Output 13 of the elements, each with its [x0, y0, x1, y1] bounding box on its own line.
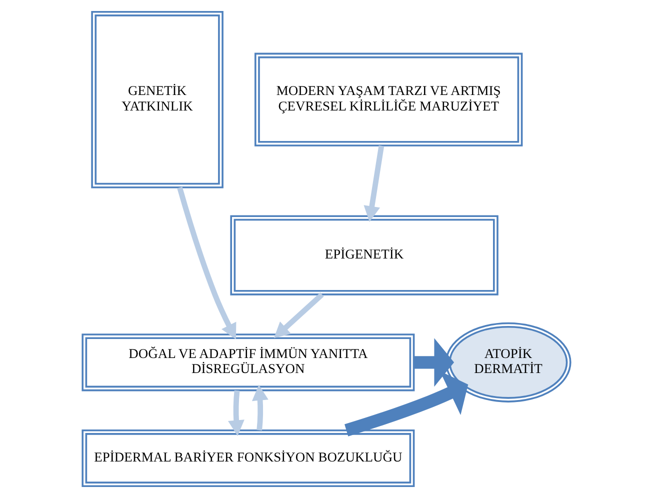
- node-box: EPİDERMAL BARİYER FONKSİYON BOZUKLUĞU: [81, 429, 414, 488]
- node-ellipse: ATOPİK DERMATİT: [444, 322, 571, 402]
- node-box: EPİGENETİK: [230, 215, 498, 296]
- arrow: [176, 186, 236, 340]
- arrow: [251, 384, 268, 430]
- arrow: [344, 371, 468, 436]
- node-box: DOĞAL VE ADAPTİF İMMÜN YANITTA DİSREGÜLASYON: [81, 334, 414, 392]
- arrow: [413, 338, 454, 387]
- node-box: GENETİK YATKINLIK: [90, 10, 223, 188]
- arrow: [228, 390, 244, 436]
- arrow: [273, 292, 324, 338]
- node-box: MODERN YAŞAM TARZI VE ARTMIŞ ÇEVRESEL KİRLİLİĞE MARUZİYET: [254, 52, 522, 146]
- arrow: [363, 145, 384, 222]
